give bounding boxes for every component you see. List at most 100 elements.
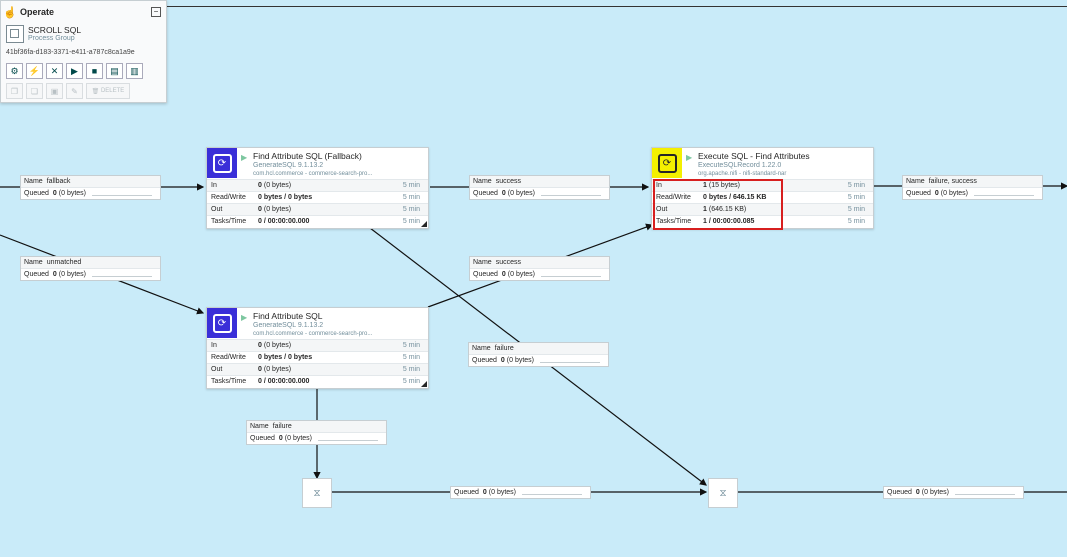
stat-rw: 0 bytes / 646.15 KB [703, 194, 767, 201]
conn-queued: 0 [278, 435, 283, 442]
conn-name: failure, success [928, 178, 977, 185]
lightning-icon: ⚡ [28, 65, 41, 76]
minimize-icon[interactable]: − [151, 7, 161, 17]
stop-icon: ■ [91, 66, 98, 76]
conn-queued-detail: (0 bytes) [940, 190, 969, 197]
stat-rw: 0 bytes / 0 bytes [258, 194, 313, 201]
group-button[interactable]: ▣ [46, 83, 63, 99]
conn-name: failure [272, 423, 292, 430]
stat-label-tt: Tasks/Time [211, 378, 247, 385]
conn-name: fallback [46, 178, 71, 185]
conn-queued-detail: (0 bytes) [507, 190, 536, 197]
stat-label-out: Out [211, 366, 223, 373]
conn-queued-label: Queued [24, 190, 49, 197]
conn-queued-detail: (0 bytes) [58, 190, 87, 197]
resize-corner [421, 381, 427, 387]
processor-name: Find Attribute SQL (Fallback) [253, 151, 362, 161]
conn-queued: 0 [934, 190, 939, 197]
running-icon: ▶ [241, 153, 248, 162]
queue-bar [522, 491, 583, 495]
funnel-1[interactable]: ⧖ [302, 478, 332, 508]
processor-find-attribute-sql-fallback[interactable]: ⟳ ▶ Find Attribute SQL (Fallback) Genera… [206, 147, 429, 229]
conn-queued-detail: (0 bytes) [506, 357, 535, 364]
conn-name-label: Name [24, 178, 43, 185]
start-button[interactable]: ▶ [66, 63, 83, 79]
refresh-icon: ⟳ [212, 153, 232, 173]
upload-icon: ▥ [130, 65, 139, 76]
operate-palette: ☝ Operate − SCROLL SQL Process Group 41b… [0, 0, 167, 103]
stat-in: 1 [703, 182, 707, 189]
stat-label-rw: Read/Write [211, 194, 246, 201]
processor-bundle: org.apache.nifi - nifi-standard-nar [698, 171, 787, 177]
stat-time: 5 min [402, 218, 420, 225]
conn-queued-detail: (0 bytes) [58, 271, 87, 278]
processor-name: Execute SQL - Find Attributes [698, 151, 810, 161]
processor-find-attribute-sql[interactable]: ⟳ ▶ Find Attribute SQL GenerateSQL 9.1.1… [206, 307, 429, 389]
stat-label-out: Out [656, 206, 668, 213]
funnel-2[interactable]: ⧖ [708, 478, 738, 508]
selected-name: SCROLL SQL [28, 25, 82, 35]
stat-in-detail: (15 bytes) [708, 182, 740, 189]
conn-queued: 0 [52, 190, 57, 197]
conn-name-label: Name [473, 178, 492, 185]
play-icon: ▶ [71, 65, 78, 76]
processor-bundle: com.hcl.commerce - commerce-search-pro..… [253, 331, 373, 337]
processor-icon: ⟳ [652, 148, 682, 178]
stat-in: 0 [258, 342, 262, 349]
template-icon: ▤ [110, 65, 119, 76]
delete-button[interactable]: 🗑 DELETE [86, 83, 130, 99]
processor-bundle: com.hcl.commerce - commerce-search-pro..… [253, 171, 373, 177]
queue-bar [974, 192, 1035, 196]
stat-in-detail: (0 bytes) [263, 182, 292, 189]
stat-label-in: In [656, 182, 662, 189]
configure-button[interactable]: ⚙ [6, 63, 23, 79]
refresh-icon: ⟳ [657, 153, 677, 173]
conn-queued-label: Queued [250, 435, 275, 442]
conn-queued: 0 [500, 357, 505, 364]
conn-name-label: Name [250, 423, 269, 430]
conn-name: failure [494, 345, 514, 352]
queue-bar [92, 192, 153, 196]
conn-queued-label: Queued [454, 489, 479, 496]
conn-name-label: Name [906, 178, 925, 185]
stat-tt: 0 / 00:00:00.000 [258, 218, 310, 225]
copy-icon: ❐ [10, 86, 19, 96]
conn-queued: 0 [915, 489, 920, 496]
disable-button[interactable]: ✕ [46, 63, 63, 79]
conn-queued-label: Queued [472, 357, 497, 364]
stat-time: 5 min [847, 194, 865, 201]
selected-id: 41bf36fa-d183-3371-e411-a787c8ca1a9e [6, 49, 135, 56]
running-icon: ▶ [241, 313, 248, 322]
create-template-button[interactable]: ▤ [106, 63, 123, 79]
paste-button[interactable]: ❏ [26, 83, 43, 99]
connection-line [165, 6, 1067, 7]
stat-time: 5 min [402, 342, 420, 349]
stat-time: 5 min [402, 354, 420, 361]
processor-icon: ⟳ [207, 308, 237, 338]
enable-button[interactable]: ⚡ [26, 63, 43, 79]
stat-label-in: In [211, 342, 217, 349]
stat-time: 5 min [847, 218, 865, 225]
color-button[interactable]: ✎ [66, 83, 83, 99]
upload-template-button[interactable]: ▥ [126, 63, 143, 79]
refresh-icon: ⟳ [212, 313, 232, 333]
stat-in-detail: (0 bytes) [263, 342, 292, 349]
copy-button[interactable]: ❐ [6, 83, 23, 99]
stop-button[interactable]: ■ [86, 63, 103, 79]
stat-out: 0 [258, 206, 262, 213]
stat-label-rw: Read/Write [656, 194, 691, 201]
conn-queued-label: Queued [887, 489, 912, 496]
delete-label: DELETE [100, 88, 125, 94]
stat-time: 5 min [847, 182, 865, 189]
operate-header[interactable]: ☝ Operate [1, 1, 166, 23]
